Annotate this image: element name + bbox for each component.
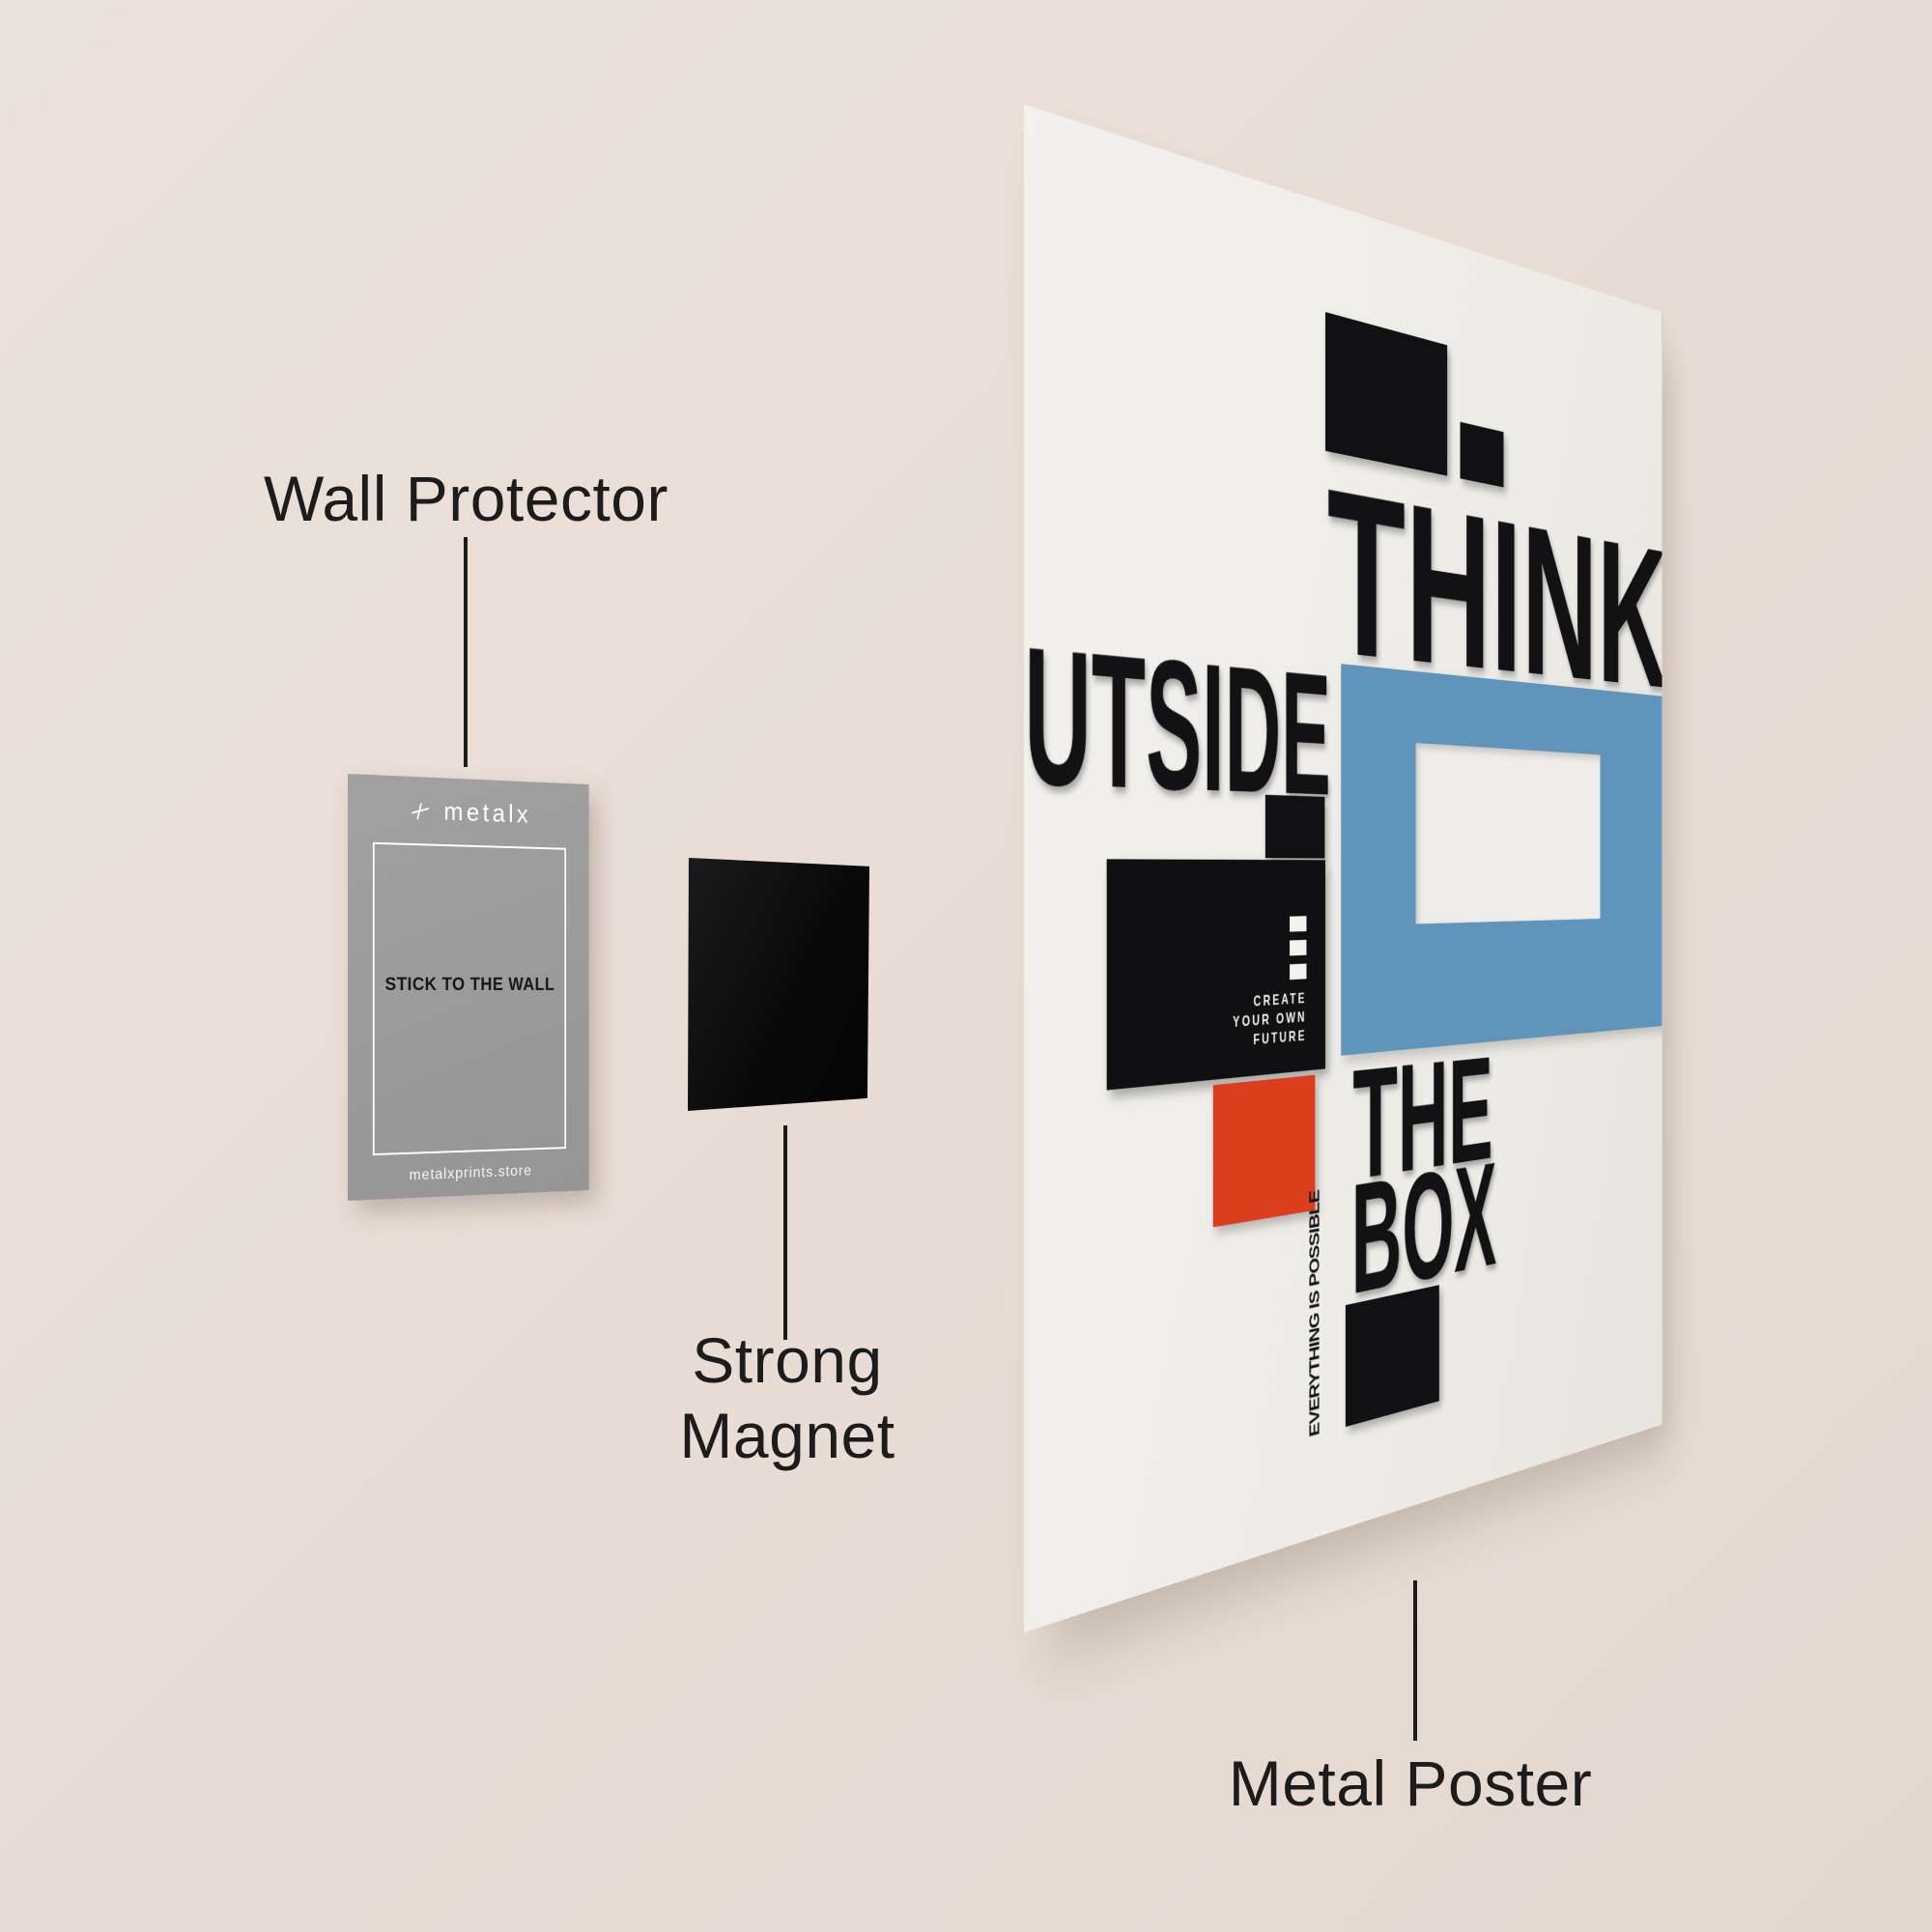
metalx-logo-icon [410, 801, 436, 821]
card-inner-frame [372, 841, 567, 1156]
poster-possible-vertical-text: EVERYTHING IS POSSIBLE [1307, 1189, 1323, 1438]
strong-magnet-label-line2: Magnet [679, 1399, 895, 1471]
create-line3: FUTURE [1253, 1027, 1307, 1048]
strong-magnet-square [688, 858, 869, 1111]
wall-protector-connector-line [464, 537, 468, 767]
wall-protector-card: metalx STICK TO THE WALL metalxprints.st… [348, 774, 589, 1201]
create-block-dot [1290, 963, 1307, 980]
poster-blue-box-white-window [1415, 743, 1601, 924]
card-sticker-text: STICK TO THE WALL [384, 975, 555, 995]
metal-poster-connector-line [1413, 1580, 1417, 1741]
poster-black-square-bottom [1345, 1285, 1439, 1428]
strong-magnet-connector-line [783, 1125, 787, 1340]
poster-possible-text-wrap: EVERYTHING IS POSSIBLE [1303, 1189, 1327, 1439]
poster-red-square [1212, 1074, 1316, 1228]
card-website-text: metalxprints.store [409, 1162, 532, 1184]
strong-magnet-label-line1: Strong [692, 1324, 883, 1396]
create-block-dot [1290, 939, 1307, 956]
card-logo-row: metalx [348, 793, 589, 831]
poster-black-square-middle [1264, 794, 1325, 859]
wall-protector-label: Wall Protector [264, 463, 668, 534]
create-line2: YOUR OWN [1233, 1009, 1307, 1031]
poster-blue-box [1341, 664, 1662, 1056]
create-block-dot [1290, 916, 1307, 932]
poster-word-utside: UTSIDE [1024, 605, 1331, 832]
metal-poster-label: Metal Poster [1228, 1747, 1593, 1819]
create-line1: CREATE [1253, 989, 1307, 1010]
card-brand-text: metalx [443, 796, 532, 829]
